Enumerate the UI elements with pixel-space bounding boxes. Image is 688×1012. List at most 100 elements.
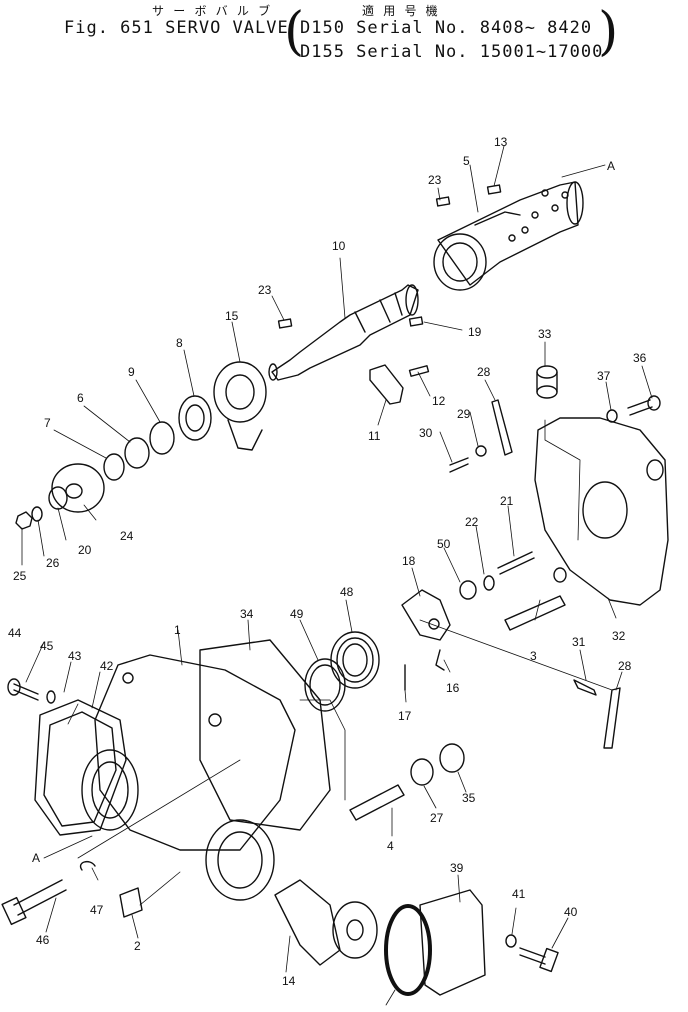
gasket-part-34 — [199, 639, 331, 831]
spool-part-10 — [268, 284, 419, 381]
callout-36: 36 — [633, 351, 647, 365]
callout-3: 3 — [530, 649, 537, 663]
callout-14: 14 — [282, 974, 296, 988]
callout-1: 1 — [174, 623, 181, 637]
callout-18: 18 — [402, 554, 416, 568]
leader-lines — [21, 145, 653, 1006]
callout-37: 37 — [597, 369, 611, 383]
callout-42: 42 — [100, 659, 114, 673]
callout-10: 10 — [332, 239, 346, 253]
callout-32: 32 — [612, 629, 626, 643]
part-name: SERVO VALVE — [165, 18, 289, 38]
piston-part-14 — [274, 879, 378, 966]
callout-30: 30 — [419, 426, 433, 440]
callout-40: 40 — [564, 905, 578, 919]
callout-28-top: 28 — [477, 365, 491, 379]
stopper-part-15 — [213, 361, 267, 451]
callout-26: 26 — [46, 556, 60, 570]
callout-7: 7 — [44, 416, 51, 430]
snap-ring-part-47 — [79, 860, 96, 871]
callout-2: 2 — [134, 939, 141, 953]
callout-49: 49 — [290, 607, 304, 621]
o-ring — [384, 904, 432, 996]
callout-34: 34 — [240, 607, 254, 621]
washer-part-29 — [475, 445, 487, 457]
callout-11: 11 — [368, 429, 381, 443]
bolt-part-40 — [519, 947, 546, 965]
callout-44: 44 — [8, 626, 22, 640]
callout-20: 20 — [78, 543, 92, 557]
callout-28-bottom: 28 — [618, 659, 632, 673]
lever-part-16 — [435, 649, 445, 671]
bolt-head-part-40 — [539, 947, 559, 973]
callout-8: 8 — [176, 336, 183, 350]
bearing-part-35 — [439, 743, 465, 773]
callout-48: 48 — [340, 585, 354, 599]
serial-row-d155: D155 Serial No. 15001~17000 — [300, 42, 604, 62]
callout-21: 21 — [500, 494, 514, 508]
plug-part-2 — [119, 887, 143, 918]
callout-labels: A 13 5 23 10 23 19 15 8 9 6 7 12 11 33 3… — [8, 135, 647, 988]
callout-27: 27 — [430, 811, 444, 825]
collar-part-27 — [410, 758, 434, 786]
callout-5: 5 — [463, 154, 470, 168]
callout-33: 33 — [538, 327, 552, 341]
callout-6: 6 — [77, 391, 84, 405]
figure-title: Fig. 651 SERVO VALVE — [64, 18, 289, 38]
pin-part-31 — [573, 679, 597, 696]
callout-4: 4 — [387, 839, 394, 853]
gasket-part-43 — [43, 711, 117, 827]
callout-39: 39 — [450, 861, 464, 875]
bolt-part-21 — [497, 551, 535, 575]
left-brace: ( — [284, 2, 305, 62]
kana-title: サ ー ボ バ ル ブ — [152, 4, 272, 18]
pin-part-19 — [408, 316, 424, 327]
bolt-head-part-44 — [7, 678, 21, 696]
callout-15: 15 — [225, 309, 239, 323]
callout-43: 43 — [68, 649, 82, 663]
bolt-head-part-46 — [1, 896, 27, 926]
right-brace: ) — [598, 2, 619, 62]
cover-part-32 — [534, 417, 669, 606]
pin-part-3 — [504, 595, 566, 631]
figure-number: Fig. 651 — [64, 18, 154, 38]
spacer-part-20 — [48, 486, 68, 510]
lever-part-11 — [369, 364, 404, 405]
pin-part-12 — [408, 365, 430, 377]
bolt-part-46 — [13, 879, 67, 916]
washer-part-45 — [46, 690, 56, 704]
gasket-part-42 — [34, 699, 127, 836]
callout-17: 17 — [398, 709, 412, 723]
serial-row-d150: D150 Serial No. 8408~ 8420 — [300, 18, 593, 38]
callout-29: 29 — [457, 407, 471, 421]
washer-part-50 — [459, 580, 477, 600]
bolt-part-30 — [449, 457, 469, 473]
washer-part-22 — [483, 575, 495, 591]
callout-45: 45 — [40, 639, 54, 653]
callout-16: 16 — [446, 681, 460, 695]
cover-part-39 — [419, 889, 486, 996]
link-part-28-bottom — [603, 687, 621, 749]
callout-A-bottom: A — [32, 851, 40, 865]
callout-9: 9 — [128, 365, 135, 379]
nut-part-25 — [15, 511, 33, 530]
callout-31: 31 — [572, 635, 586, 649]
bolt-part-36 — [627, 399, 653, 416]
bolt-part-44 — [13, 683, 39, 701]
bearing-part-8 — [178, 395, 212, 441]
snap-ring-part-9 — [149, 421, 175, 455]
spring-part-48 — [330, 631, 380, 689]
callout-41: 41 — [512, 887, 526, 901]
callout-A-top: A — [607, 159, 615, 173]
link-part-28-top — [491, 399, 513, 456]
callout-47: 47 — [90, 903, 104, 917]
callout-46: 46 — [36, 933, 50, 947]
callout-19: 19 — [468, 325, 482, 339]
lever-part-18 — [401, 589, 451, 641]
callout-12: 12 — [432, 394, 446, 408]
ring-part-7 — [103, 453, 125, 481]
ring-part-49 — [304, 658, 346, 712]
bolt-head-part-36 — [647, 395, 661, 411]
callout-50: 50 — [437, 537, 451, 551]
